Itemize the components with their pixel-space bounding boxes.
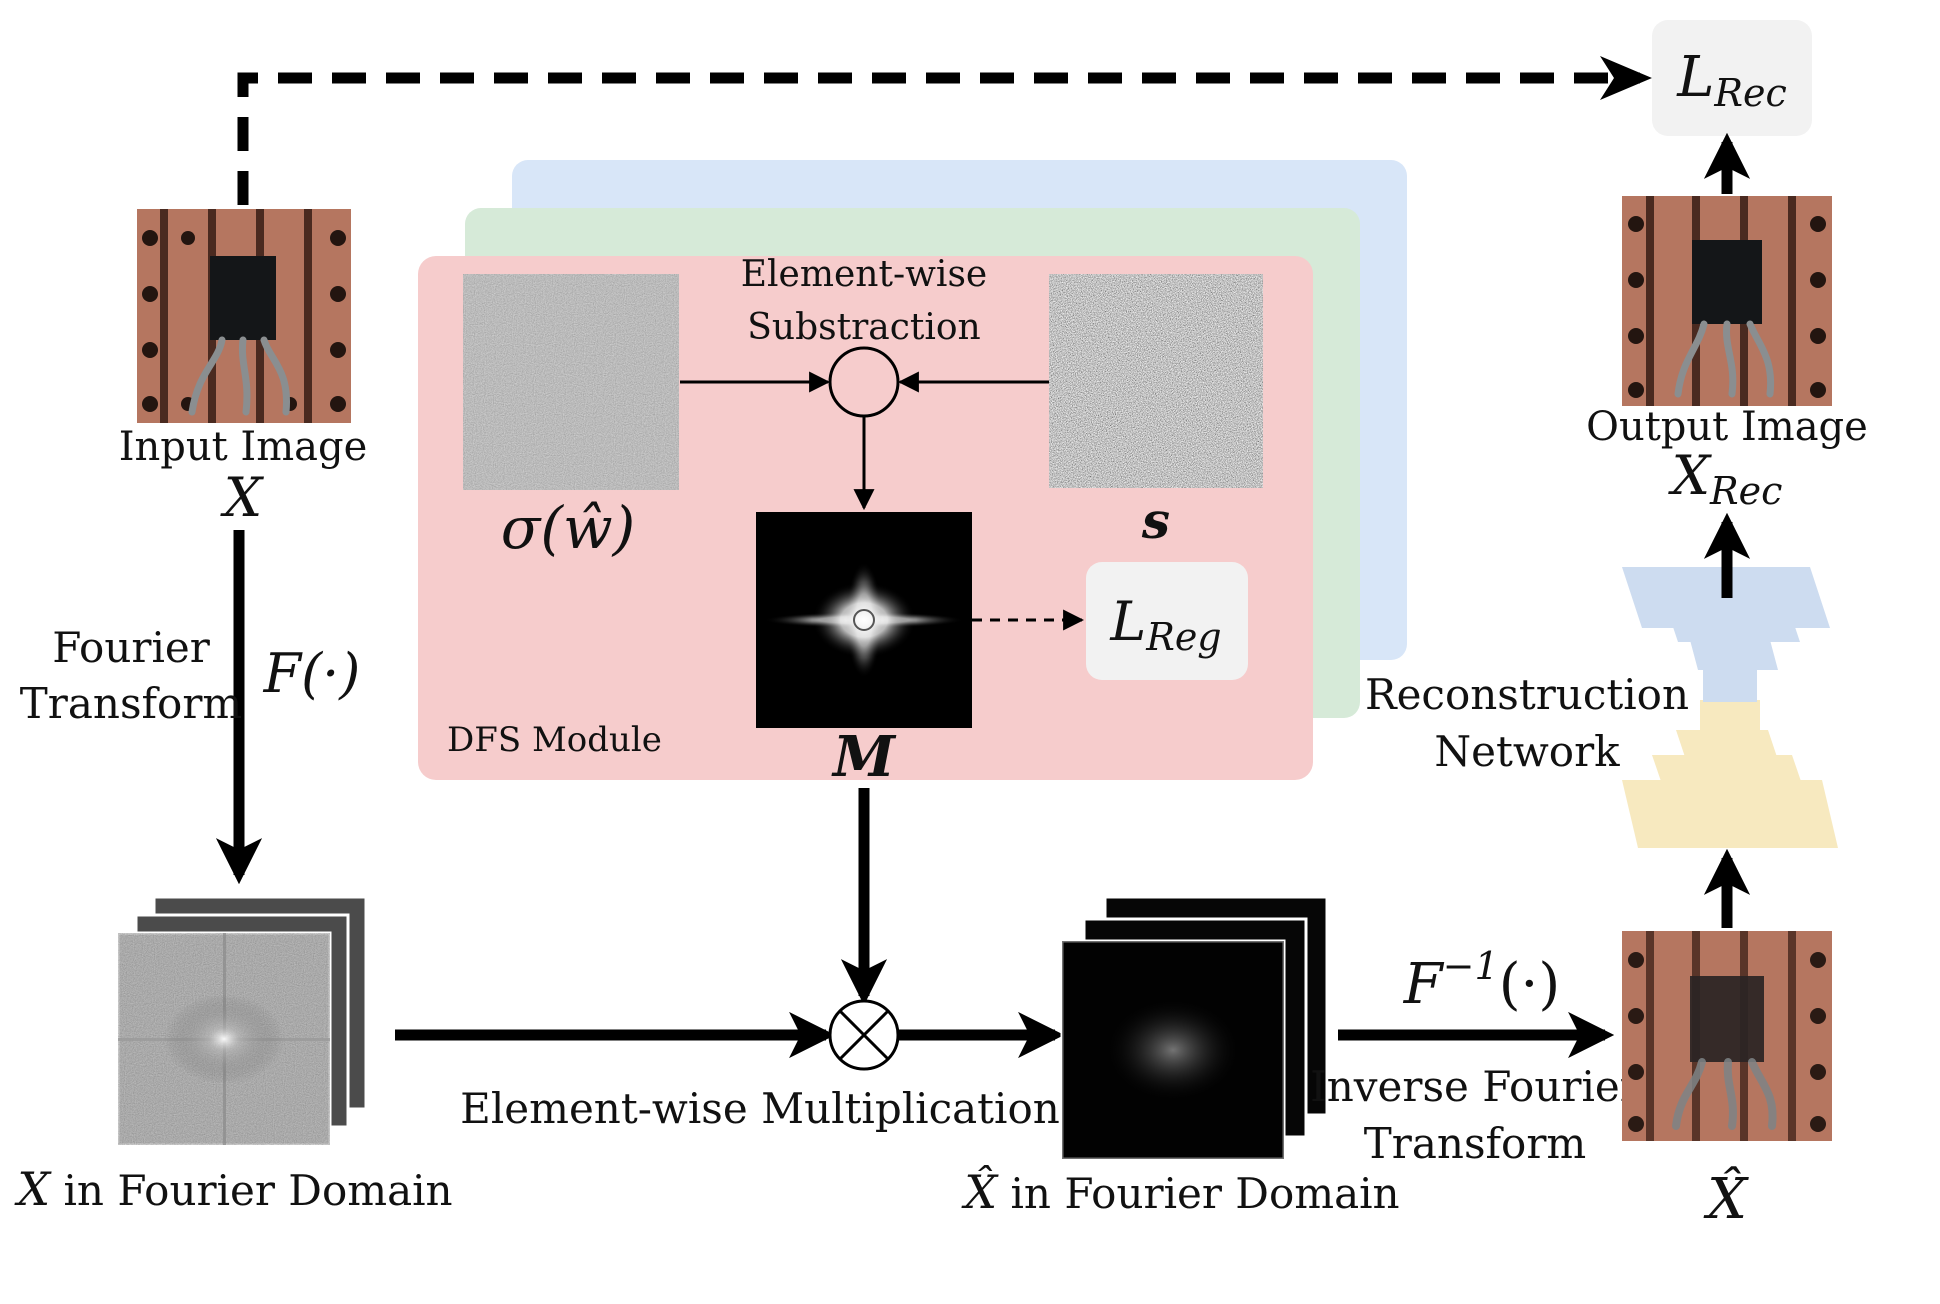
output-image: [1622, 196, 1832, 406]
recon-label-line2: Network: [1434, 727, 1620, 776]
s-symbol: s: [1141, 491, 1170, 550]
recon-label-line1: Reconstruction: [1365, 670, 1689, 719]
input-image-symbol: X: [220, 466, 265, 529]
x-fourier-caption: X in Fourier Domain: [14, 1162, 452, 1216]
rec-loss-bg: [1652, 20, 1812, 136]
subtraction-label-line2: Substraction: [747, 307, 981, 348]
net-yellow-step3: [1700, 700, 1760, 734]
mask-image: [756, 512, 972, 728]
inverse-fourier-symbol: F−1(·): [1403, 944, 1560, 1017]
output-image-symbol: XRec: [1668, 444, 1783, 513]
input-image: [137, 209, 351, 423]
multiply-node: [828, 999, 900, 1071]
reg-loss-bg: [1086, 562, 1248, 680]
fourier-label-line2: Transform: [20, 679, 242, 728]
rec-loss-dashed-arrow: [237, 56, 1652, 205]
x-fourier-stack: [116, 895, 368, 1147]
net-blue-step3: [1703, 668, 1757, 702]
xhat-fourier-caption: X̂ in Fourier Domain: [961, 1165, 1399, 1219]
reg-loss-symbol: LReg: [1109, 590, 1221, 659]
reg-loss-box: LReg: [1086, 562, 1248, 680]
fourier-label-line1: Fourier: [52, 623, 211, 672]
xhat-symbol: X̂: [1703, 1165, 1749, 1232]
dfs-module-label: DFS Module: [447, 720, 662, 760]
net-blue-step2: [1690, 640, 1778, 670]
subtraction-label-line1: Element-wise: [741, 254, 987, 295]
fourier-symbol: F(·): [263, 642, 361, 705]
rec-loss-symbol: LRec: [1676, 45, 1787, 115]
input-image-chip: [210, 256, 276, 340]
net-yellow-step2: [1676, 730, 1778, 760]
net-yellow-base: [1622, 780, 1838, 848]
rec-loss-box: LRec: [1652, 20, 1812, 136]
inverse-fourier-label-line1: Inverse Fourier: [1310, 1062, 1641, 1111]
xhat-fourier-stack: [1060, 895, 1329, 1161]
input-image-caption: Input Image: [119, 424, 368, 470]
output-image-caption: Output Image: [1586, 404, 1868, 450]
net-yellow-step1: [1652, 755, 1804, 790]
s-image: [1049, 274, 1263, 488]
inverse-fourier-label-line2: Transform: [1364, 1119, 1586, 1168]
sigma-w-symbol: σ(ŵ): [501, 494, 636, 562]
sigma-w-image: [463, 274, 679, 490]
multiply-label: Element-wise Multiplication: [460, 1084, 1060, 1133]
xhat-image: [1622, 931, 1832, 1141]
mask-symbol: M: [831, 724, 897, 790]
